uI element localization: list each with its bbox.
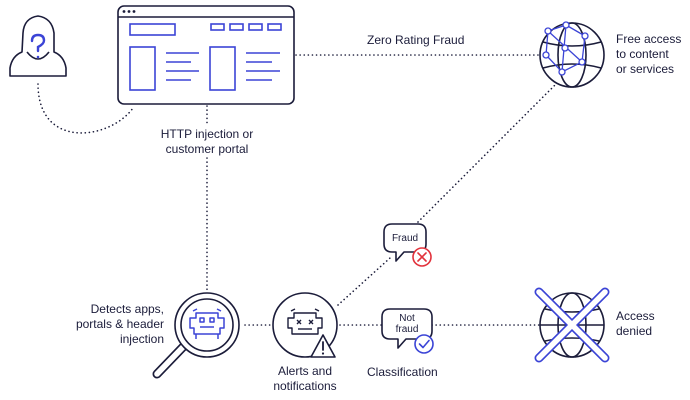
crossed-globe-icon: [534, 287, 610, 363]
detects-label: Detects apps, portals & header injection: [60, 302, 164, 347]
http-injection-label: HTTP injection or customer portal: [150, 127, 264, 157]
connector-user-to-portal: [37, 83, 134, 134]
detects-line-1: Detects apps,: [90, 302, 164, 316]
access-denied-line-1: Access: [616, 309, 655, 323]
free-access-line-1: Free access: [616, 32, 682, 46]
access-denied-label: Access denied: [616, 309, 655, 339]
connector-fraud-to-globe: [417, 83, 557, 223]
not-fraud-line-2: fraud: [395, 324, 419, 335]
not-fraud-bubble-label: Not fraud: [382, 313, 432, 335]
alerts-line-1: Alerts and: [277, 364, 333, 378]
warning-triangle-icon: [310, 334, 336, 358]
detects-line-3: injection: [119, 332, 164, 346]
question-mark-icon: [30, 33, 46, 59]
zero-rating-fraud-label: Zero Rating Fraud: [367, 33, 465, 47]
alerts-label: Alerts and notifications: [260, 364, 350, 394]
http-injection-line-2: customer portal: [165, 142, 249, 156]
network-globe-icon: [539, 21, 605, 88]
free-access-line-2: to content: [616, 47, 669, 61]
fraud-bubble-label: Fraud: [391, 233, 419, 244]
access-denied-line-2: denied: [616, 324, 653, 338]
free-access-label: Free access to content or services: [616, 32, 681, 77]
x-circle-icon: [412, 247, 432, 267]
connector-alerts-to-fraud: [337, 257, 391, 306]
check-circle-icon: [414, 334, 434, 354]
classification-label: Classification: [367, 365, 438, 379]
detects-line-2: portals & header: [75, 317, 164, 331]
http-injection-line-1: HTTP injection or: [160, 127, 254, 141]
alerts-line-2: notifications: [273, 379, 337, 393]
free-access-line-3: or services: [616, 62, 675, 76]
magnifier-bug-icon: [152, 292, 240, 379]
bug-warning-icon: [272, 292, 338, 358]
browser-window-icon: [117, 5, 295, 105]
not-fraud-line-1: Not: [399, 313, 415, 324]
